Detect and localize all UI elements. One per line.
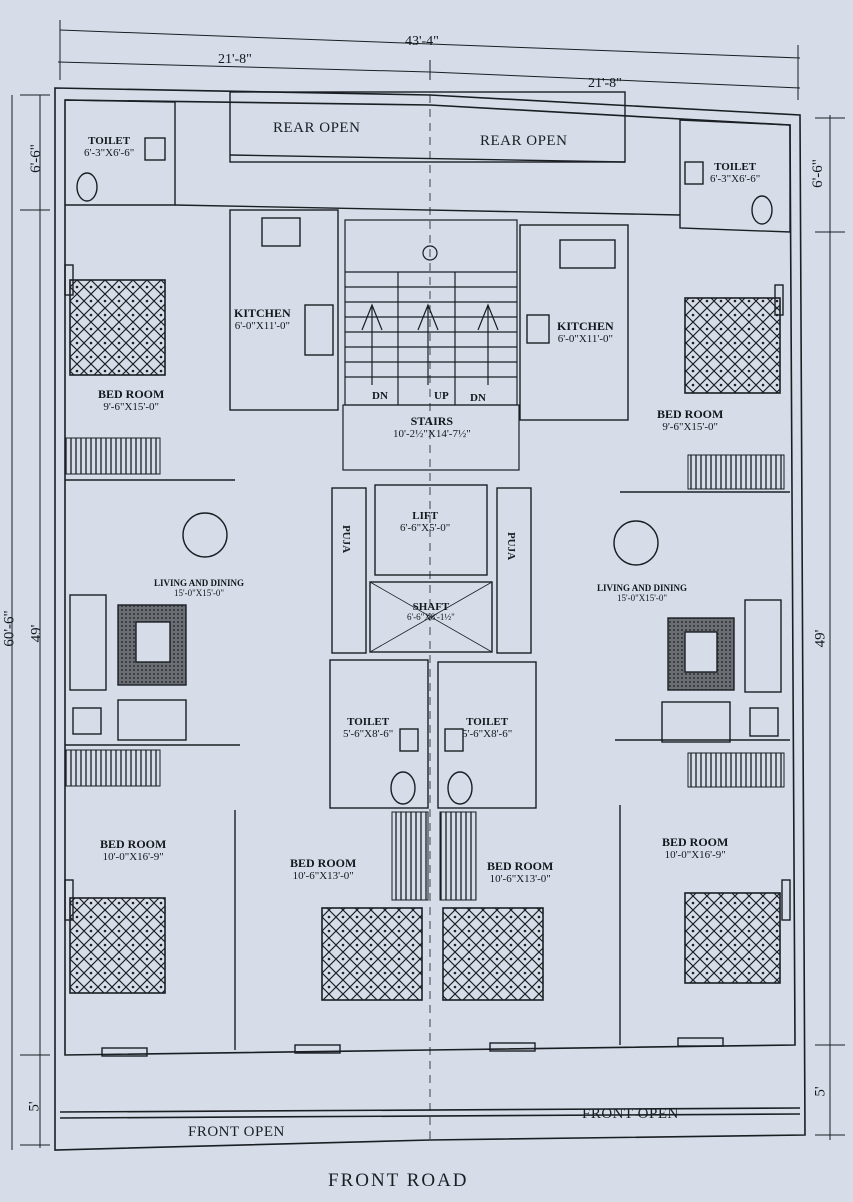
room-name: BED ROOM bbox=[290, 856, 357, 870]
stairs-dn-left: DN bbox=[372, 390, 388, 402]
room-size: 15'-0"X15'-0" bbox=[173, 587, 225, 598]
front-road-label: FRONT ROAD bbox=[328, 1170, 469, 1191]
room-name: STAIRS bbox=[410, 414, 454, 428]
beds bbox=[69, 279, 781, 1001]
room-name: BED ROOM bbox=[657, 407, 724, 421]
kitchen-walls bbox=[229, 209, 629, 421]
stairs-dn-right: DN bbox=[470, 392, 486, 404]
room-name: LIFT bbox=[412, 510, 438, 522]
toilet-mid-left: TOILET 5'-6"X8'-6" bbox=[343, 716, 393, 740]
toilet-rear-right: TOILET 6'-3"X6'-6" bbox=[710, 161, 760, 185]
room-name: TOILET bbox=[347, 716, 390, 728]
bedroom-center-right: BED ROOM 10'-6"X13'-0" bbox=[487, 859, 554, 886]
room-name: TOILET bbox=[714, 161, 757, 173]
room-name: TOILET bbox=[88, 135, 131, 147]
room-name: BED ROOM bbox=[487, 859, 554, 873]
dim-left-depth: 60'-6" bbox=[1, 610, 18, 647]
bedroom-rear-left: BED ROOM 9'-6"X15'-0" bbox=[98, 387, 165, 414]
bedroom-front-left: BED ROOM 10'-0"X16'-9" bbox=[100, 837, 167, 864]
room-name: LIVING AND DINING bbox=[597, 583, 688, 593]
bedroom-front-right: BED ROOM 10'-0"X16'-9" bbox=[662, 835, 729, 862]
living-furniture bbox=[69, 512, 782, 743]
room-name: TOILET bbox=[466, 716, 509, 728]
rear-open-band bbox=[174, 91, 681, 216]
dim-right-rear: 6'-6" bbox=[809, 159, 826, 188]
room-size: 6'-3"X6'-6" bbox=[84, 147, 135, 160]
room-size: 15'-0"X15'-0" bbox=[616, 592, 668, 603]
dim-left-rear: 6'-6" bbox=[27, 144, 44, 173]
dim-right-front: 5' bbox=[812, 1086, 829, 1097]
room-walls bbox=[65, 479, 790, 1050]
room-size: 10'-6"X13'-0" bbox=[292, 870, 354, 883]
front-open-right-label: FRONT OPEN bbox=[582, 1106, 679, 1122]
stairs-up: UP bbox=[434, 390, 449, 402]
room-name: KITCHEN bbox=[557, 319, 614, 333]
dim-right-half: 21'-8" bbox=[588, 76, 622, 91]
toilet-rear-left: TOILET 6'-3"X6'-6" bbox=[84, 135, 134, 159]
puja-right: PUJA bbox=[505, 531, 518, 561]
room-size: 5'-6"X8'-6" bbox=[343, 728, 394, 741]
room-size: 6'-6"X8'-1½" bbox=[407, 612, 455, 623]
room-size: 9'-6"X15'-0" bbox=[662, 421, 719, 434]
room-name: BED ROOM bbox=[100, 837, 167, 851]
windows bbox=[64, 264, 791, 1057]
toilet-mid-walls bbox=[329, 659, 537, 809]
room-name: LIVING AND DINING bbox=[154, 578, 245, 588]
puja-left: PUJA bbox=[340, 524, 353, 554]
stairs: STAIRS 10'-2½"X14'-7½" bbox=[393, 414, 471, 441]
living-left: LIVING AND DINING 15'-0"X15'-0" bbox=[154, 578, 245, 599]
rear-open-left-label: REAR OPEN bbox=[273, 120, 361, 136]
dim-right-main: 49' bbox=[812, 629, 829, 648]
kitchen-right: KITCHEN 6'-0"X11'-0" bbox=[557, 319, 614, 346]
room-name: BED ROOM bbox=[98, 387, 165, 401]
room-size: 10'-0"X16'-9" bbox=[102, 851, 164, 864]
room-size: 10'-6"X13'-0" bbox=[489, 873, 551, 886]
room-size: 10'-2½"X14'-7½" bbox=[393, 428, 471, 441]
bedroom-center-left: BED ROOM 10'-6"X13'-0" bbox=[290, 856, 357, 883]
living-right: LIVING AND DINING 15'-0"X15'-0" bbox=[597, 583, 688, 604]
room-size: 5'-6"X8'-6" bbox=[462, 728, 513, 741]
outer-walls bbox=[54, 87, 806, 1151]
dim-overall-width: 43'-4" bbox=[405, 34, 439, 49]
room-name: BED ROOM bbox=[662, 835, 729, 849]
room-size: 10'-0"X16'-9" bbox=[664, 849, 726, 862]
rear-open-right-label: REAR OPEN bbox=[480, 133, 568, 149]
front-open-left-label: FRONT OPEN bbox=[188, 1124, 285, 1140]
room-size: 6'-3"X6'-6" bbox=[710, 173, 761, 186]
room-size: 9'-6"X15'-0" bbox=[103, 401, 160, 414]
wardrobes bbox=[64, 437, 785, 901]
toilet-mid-right: TOILET 5'-6"X8'-6" bbox=[462, 716, 512, 740]
dim-left-front: 5' bbox=[26, 1101, 43, 1112]
room-size: 6'-0"X11'-0" bbox=[234, 320, 290, 333]
core-walls bbox=[331, 484, 532, 654]
toilet-rear-walls bbox=[64, 99, 791, 233]
room-size: 6'-6"X5'-0" bbox=[400, 522, 451, 535]
dim-left-main: 49' bbox=[28, 624, 45, 643]
stairs-drawing bbox=[342, 219, 520, 471]
lift: LIFT 6'-6"X5'-0" bbox=[400, 510, 450, 534]
shaft: SHAFT 6'-6"X8'-1½" bbox=[407, 601, 455, 623]
room-name: SHAFT bbox=[412, 601, 450, 613]
bedroom-rear-right: BED ROOM 9'-6"X15'-0" bbox=[657, 407, 724, 434]
room-size: 6'-0"X11'-0" bbox=[557, 333, 613, 346]
dimension-lines bbox=[11, 20, 845, 1150]
room-name: KITCHEN bbox=[234, 306, 291, 320]
kitchen-left: KITCHEN 6'-0"X11'-0" bbox=[234, 306, 291, 333]
dim-left-half: 21'-8" bbox=[218, 52, 252, 67]
